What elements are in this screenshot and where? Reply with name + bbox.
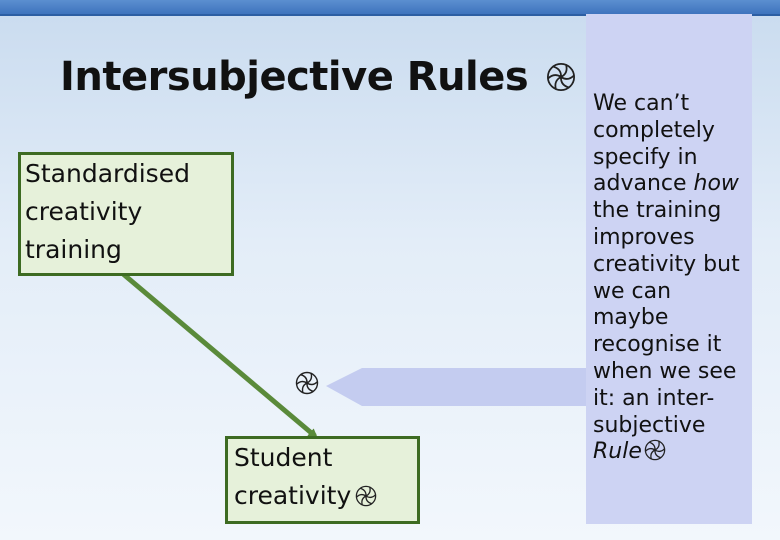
page-title: Intersubjective Rules <box>60 54 576 100</box>
student-creativity-box: Student creativity <box>225 436 420 524</box>
title-text: Intersubjective Rules <box>60 54 529 100</box>
training-line-1: Standardised <box>25 159 190 188</box>
note-text-2: the training improves creativity but we … <box>593 198 740 438</box>
training-line-3: training <box>25 235 122 264</box>
note-emphasis-rule: Rule <box>593 439 642 465</box>
student-line-1: Student <box>234 443 333 472</box>
pinwheel-icon <box>295 371 319 395</box>
side-note-text: We can’t completely specify in advance h… <box>593 91 751 466</box>
training-line-2: creativity <box>25 197 143 226</box>
student-line-2: creativity <box>234 477 417 515</box>
pinwheel-icon <box>355 485 377 507</box>
pointer-callout-arrow <box>326 368 586 406</box>
top-accent-bar <box>0 0 780 16</box>
student-line-2-text: creativity <box>234 481 352 510</box>
training-box: Standardised creativity training <box>18 152 234 276</box>
note-text-1: We can’t completely specify in advance <box>593 91 715 197</box>
connector-arrow <box>120 271 319 439</box>
pinwheel-icon <box>644 440 666 461</box>
side-note-panel <box>586 14 752 524</box>
pinwheel-icon <box>546 63 576 91</box>
note-emphasis-how: how <box>693 171 739 197</box>
